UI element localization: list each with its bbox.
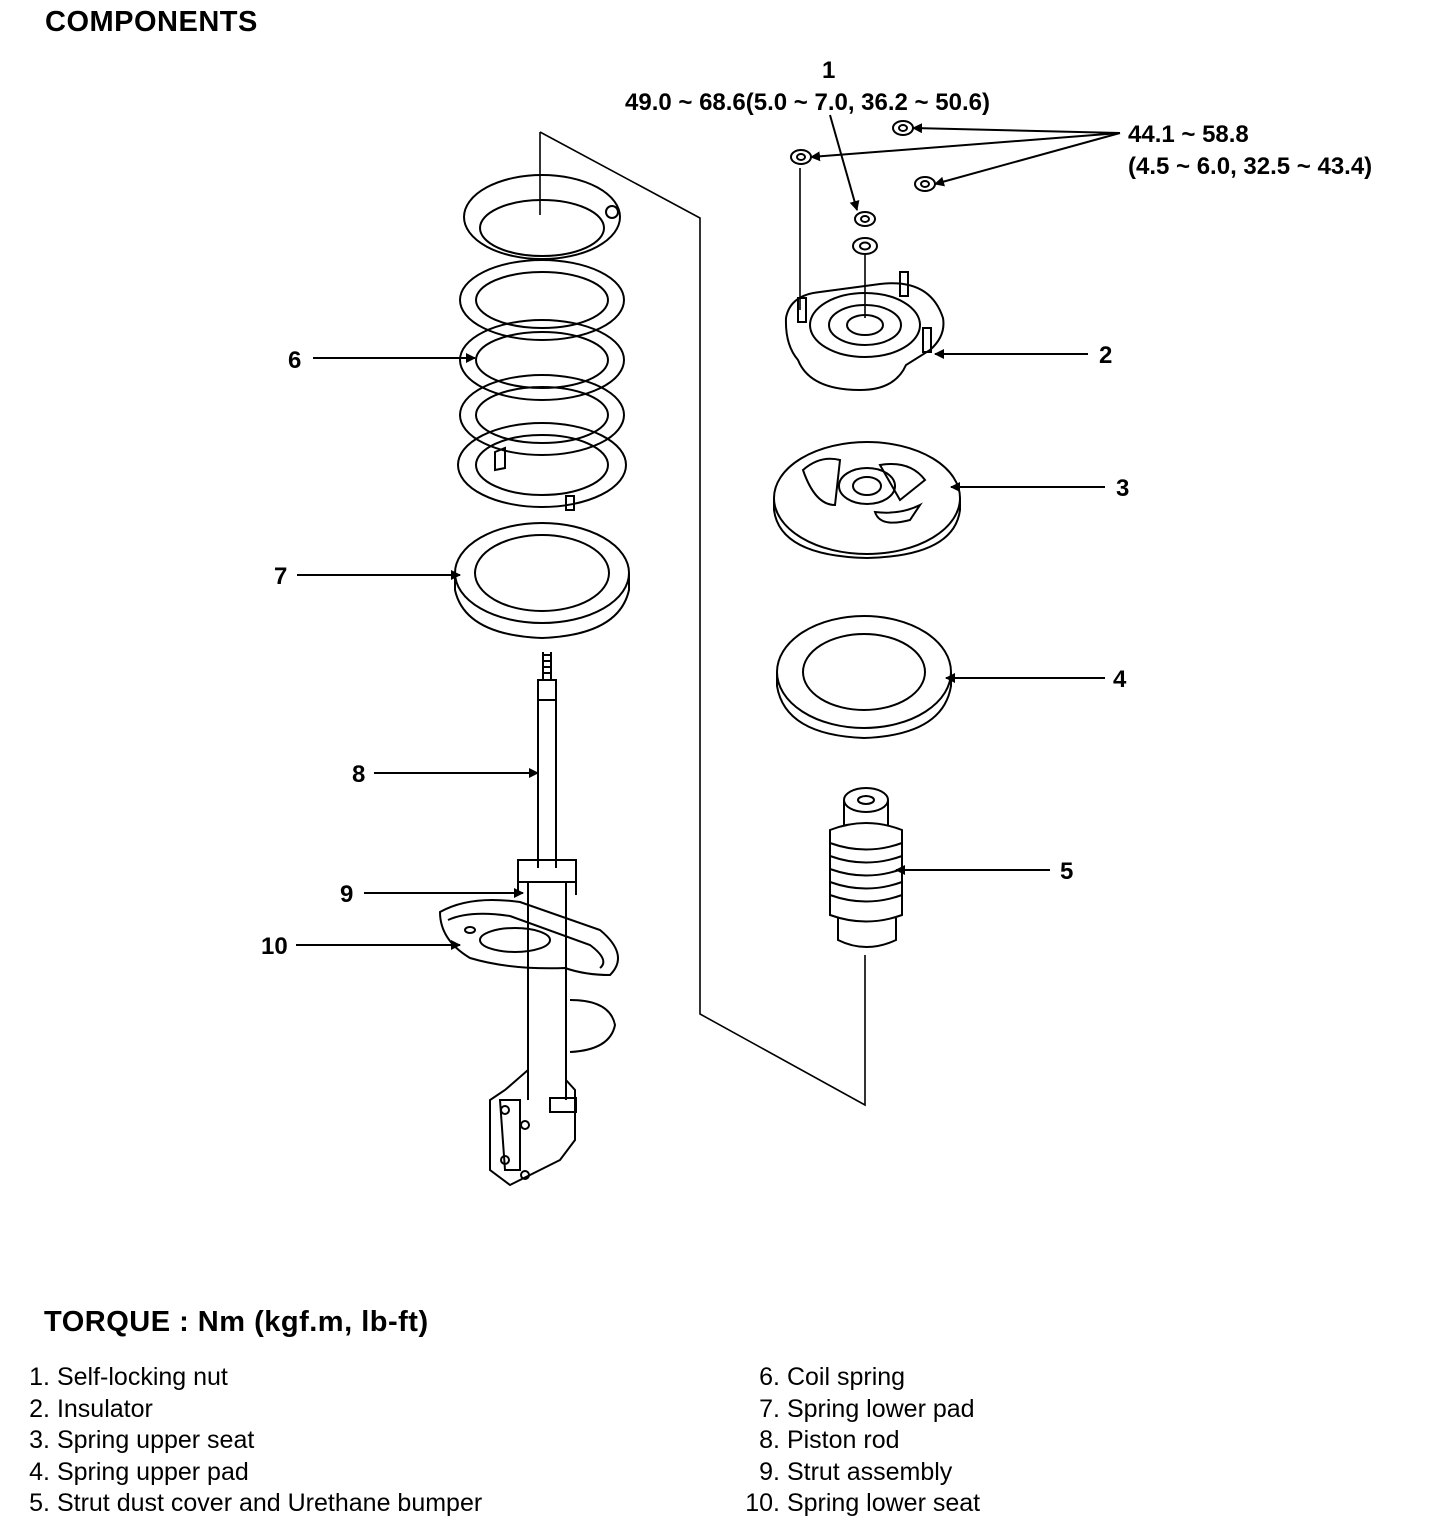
strut-assembly-icon — [489, 859, 617, 1187]
callout-4: 4 — [1113, 666, 1127, 693]
legend-item: 1. Self-locking nut — [29, 1363, 228, 1391]
legend-item: 9. Strut assembly — [759, 1457, 953, 1486]
callout-7: 7 — [274, 563, 287, 590]
legend-item: 5. Strut dust cover and Urethane bumper — [29, 1489, 483, 1518]
insulator-icon — [784, 271, 945, 392]
piston-rod-icon — [537, 652, 557, 868]
legend-item: 8. Piston rod — [759, 1426, 900, 1455]
torque-heading: TORQUE : Nm (kgf.m, lb-ft) — [44, 1306, 429, 1338]
legend-item: 6. Coil spring — [759, 1363, 906, 1391]
callout-5: 5 — [1060, 858, 1073, 885]
legend-item: 10. Spring lower seat — [745, 1489, 981, 1518]
legend-item: 7. Spring lower pad — [759, 1394, 975, 1423]
legend-item: 3. Spring upper seat — [29, 1426, 255, 1455]
callout-8: 8 — [352, 761, 365, 788]
callout-3: 3 — [1116, 475, 1129, 502]
callout-1-torque: 49.0 ~ 68.6(5.0 ~ 7.0, 36.2 ~ 50.6) — [625, 89, 990, 116]
page-title: COMPONENTS — [45, 6, 258, 38]
callout-9: 9 — [340, 881, 353, 908]
callout-6: 6 — [288, 347, 301, 374]
legend-item: 2. Insulator — [29, 1394, 153, 1423]
assembly-bracket-lines — [539, 131, 866, 1107]
legend-item: 4. Spring upper pad — [29, 1457, 249, 1486]
callout-leaders — [296, 114, 1121, 950]
spring-upper-seat-icon — [773, 441, 961, 560]
spring-upper-pad-icon — [776, 615, 952, 740]
nuts-torque-line1: 44.1 ~ 58.8 — [1128, 121, 1249, 148]
legend-left-column: 1. Self-locking nut 2. Insulator 3. Spri… — [22, 1362, 482, 1520]
callout-1: 1 — [822, 57, 835, 84]
spring-lower-pad-icon — [454, 522, 630, 640]
callout-2: 2 — [1099, 342, 1112, 369]
self-locking-nut-icon — [852, 211, 878, 255]
strut-exploded-diagram: 1 49.0 ~ 68.6(5.0 ~ 7.0, 36.2 ~ 50.6) 44… — [261, 57, 1372, 1187]
nuts-torque-line2: (4.5 ~ 6.0, 32.5 ~ 43.4) — [1128, 153, 1372, 180]
spring-lower-seat-icon — [438, 898, 619, 977]
coil-spring-icon — [457, 174, 627, 511]
legend-right-column: 6. Coil spring 7. Spring lower pad 8. Pi… — [740, 1362, 980, 1520]
strut-dust-cover-icon — [829, 787, 903, 948]
callout-10: 10 — [261, 933, 288, 960]
